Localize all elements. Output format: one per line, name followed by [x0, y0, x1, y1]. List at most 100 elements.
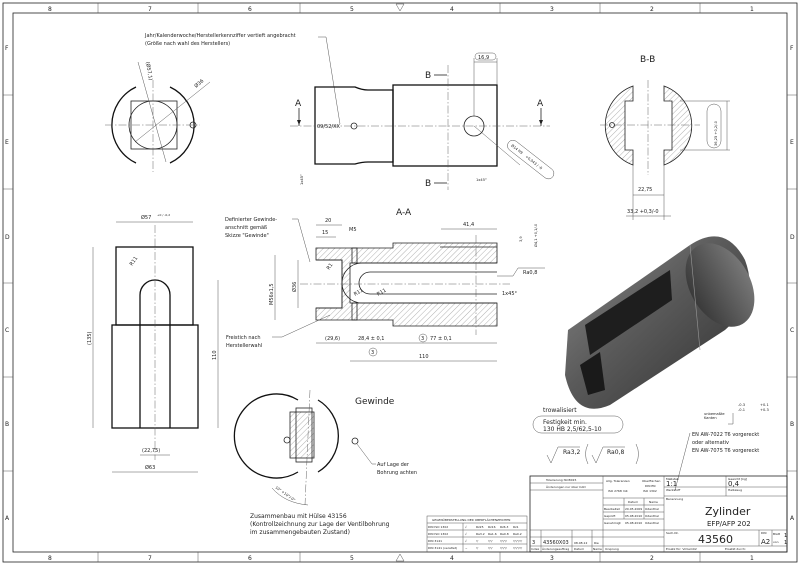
column-label: 1 — [750, 555, 754, 562]
dimension-135: (135) — [87, 332, 93, 345]
dimension-bb-height: 36,25 +0,2/-0 — [714, 120, 718, 146]
col-name: Name — [593, 547, 602, 551]
isometric-3d-view — [565, 236, 755, 409]
replaced-label: Ersetzt durch: — [725, 547, 746, 551]
name-label: Benennung — [666, 497, 683, 501]
column-label: 5 — [350, 6, 354, 13]
dimension-d63: Ø63 — [145, 464, 155, 471]
row-label: D — [790, 234, 795, 241]
thread-note: Definierter Gewinde- — [225, 217, 277, 223]
column-label: 4 — [450, 555, 454, 562]
part-name: Zylinder — [705, 505, 751, 518]
edges-note: unbemaßte — [704, 412, 725, 416]
column-label: 7 — [148, 555, 152, 562]
assembly-note: Zusammenbau mit Hülse 43156 — [250, 513, 347, 520]
col-date: Datum — [574, 547, 584, 551]
surface-label: Oberflächen — [642, 479, 660, 483]
thread-note: anschnitt gemäß — [225, 225, 267, 231]
surface-table-cell: ▽▽▽ — [500, 539, 508, 543]
thread-detail-view: Gewinde Auf Lage der Bohrung achten 10° … — [233, 389, 417, 506]
row-label: C — [790, 327, 794, 334]
cut-label-a: A — [537, 99, 544, 109]
revision-bubble: 3 — [371, 350, 374, 356]
marking-text: 09/52/XX — [317, 124, 341, 130]
dimension-22-75: (22,75) — [142, 448, 160, 454]
column-label: 6 — [248, 6, 252, 13]
name: Odenthal — [645, 521, 659, 525]
revision-name: Rie — [594, 541, 599, 545]
general-tolerance: ISO 2768 mK — [608, 489, 629, 493]
origin-label: Ursprung — [605, 547, 619, 551]
marking-note: Jahr/Kalenderwoche/Herstellerkennziffer … — [144, 33, 296, 39]
column-label: 8 — [48, 555, 52, 562]
column-label: 1 — [750, 6, 754, 13]
dimension-bb-width2: 33,2 +0,3/-0 — [627, 209, 659, 215]
assembly-note: im zusammengebauten Zustand) — [250, 529, 350, 536]
centering-mark-icon — [395, 3, 405, 562]
surface-table-cell: Ra3.2 — [476, 532, 485, 536]
roughness-ra08: Ra0,8 — [523, 270, 537, 276]
revision-date: 08.08.12 — [574, 541, 587, 545]
dimension-d57-tol: +0 / -0,2 — [157, 213, 170, 217]
weight-label: Gewicht [kg] — [728, 477, 747, 481]
dimension-d57: Ø57 — [141, 214, 151, 221]
row-label: C — [5, 327, 9, 334]
section-bb-title: B-B — [640, 55, 655, 65]
drawing-number: 43560 — [698, 533, 733, 546]
col-order: Änderungsauftrag — [542, 546, 569, 551]
column-label: 3 — [550, 6, 554, 13]
revision-index: 3 — [532, 540, 535, 546]
dimension-28-4: 28,4 ± 0,1 — [358, 336, 384, 342]
row-label: E — [5, 139, 9, 146]
column-label: 2 — [650, 6, 654, 13]
edges-tolerance: -0.3 — [738, 403, 745, 407]
surface-table-cell: DIN ISO 1302 — [428, 532, 448, 536]
surface-table-cell: Rz1 — [513, 525, 519, 529]
surface-table-cell: ▽▽▽ — [500, 546, 508, 550]
surface-table-cell: Rz25 — [476, 525, 484, 529]
dimension-r1: R1 — [326, 262, 335, 271]
surface-table-cell: ▽▽▽▽ — [513, 539, 523, 543]
surface-table-cell: ▽▽ — [488, 546, 493, 550]
section-aa-view: A-A Definierter Gewinde- anschnitt gemäß… — [225, 208, 545, 362]
sheet-label: Blatt — [773, 532, 781, 536]
drawing-number-label: Sach-Nr. — [666, 531, 679, 535]
roughness-main: Ra3,2 — [563, 449, 580, 456]
name: Odenthal — [645, 514, 659, 518]
surface-table-cell: DIN ISO 1302 — [428, 525, 448, 529]
section-bb-view: B-B 22,75 33,2 +0,3/-0 36,25 +0,2/-0 — [600, 55, 730, 220]
cut-label-b: B — [425, 71, 431, 81]
format-label: DIN — [761, 531, 766, 535]
dimension-chamfer: 1x45° — [476, 178, 487, 182]
cut-label-b: B — [425, 179, 431, 189]
end-view: (Ø57,1) Ø36 — [105, 61, 211, 172]
date: 05.08.2010 — [625, 521, 642, 525]
surface-table-cell: ▽▽ — [488, 539, 493, 543]
dimension-3-9: 3,9 — [519, 236, 523, 242]
row-label: F — [5, 45, 9, 52]
replaces-label: Ersatz für: Vmlem02 — [666, 547, 697, 551]
dimension-d571: (Ø57,1) — [144, 61, 154, 81]
row-label: B — [5, 421, 9, 428]
dimension-chamfer: 1x45° — [300, 174, 304, 185]
row-label: E — [790, 139, 794, 146]
dimension-r11: R11 — [353, 288, 365, 298]
edges-note: Kanten — [704, 416, 717, 420]
undercut-note: Freistich nach — [226, 335, 261, 341]
cut-label-a: A — [295, 99, 302, 109]
surface-table-cell: ▽ — [476, 546, 479, 550]
surface-table-cell: Ra0.8 — [500, 532, 509, 536]
surface-table-cell: √ — [465, 525, 467, 529]
front-view: Ø57 +0 / -0,2 (135) 110 (22,75) Ø63 R11 — [87, 213, 219, 473]
surface-std: DIN EN — [645, 484, 656, 488]
surface-table-title: GEGENÜBERSTELLUNG DER OBERFLÄCHENZEICHEN — [432, 517, 510, 522]
column-label: 5 — [350, 555, 354, 562]
bore-note: Auf Lage der — [377, 462, 410, 468]
revision-order: 43560X03 — [543, 540, 569, 546]
column-label: 6 — [248, 555, 252, 562]
surface-table-cell: Ra0.2 — [513, 532, 522, 536]
dimension-d36-section: Ø36 — [291, 282, 298, 292]
cad-note: Änderungen nur über CAD — [546, 484, 586, 489]
